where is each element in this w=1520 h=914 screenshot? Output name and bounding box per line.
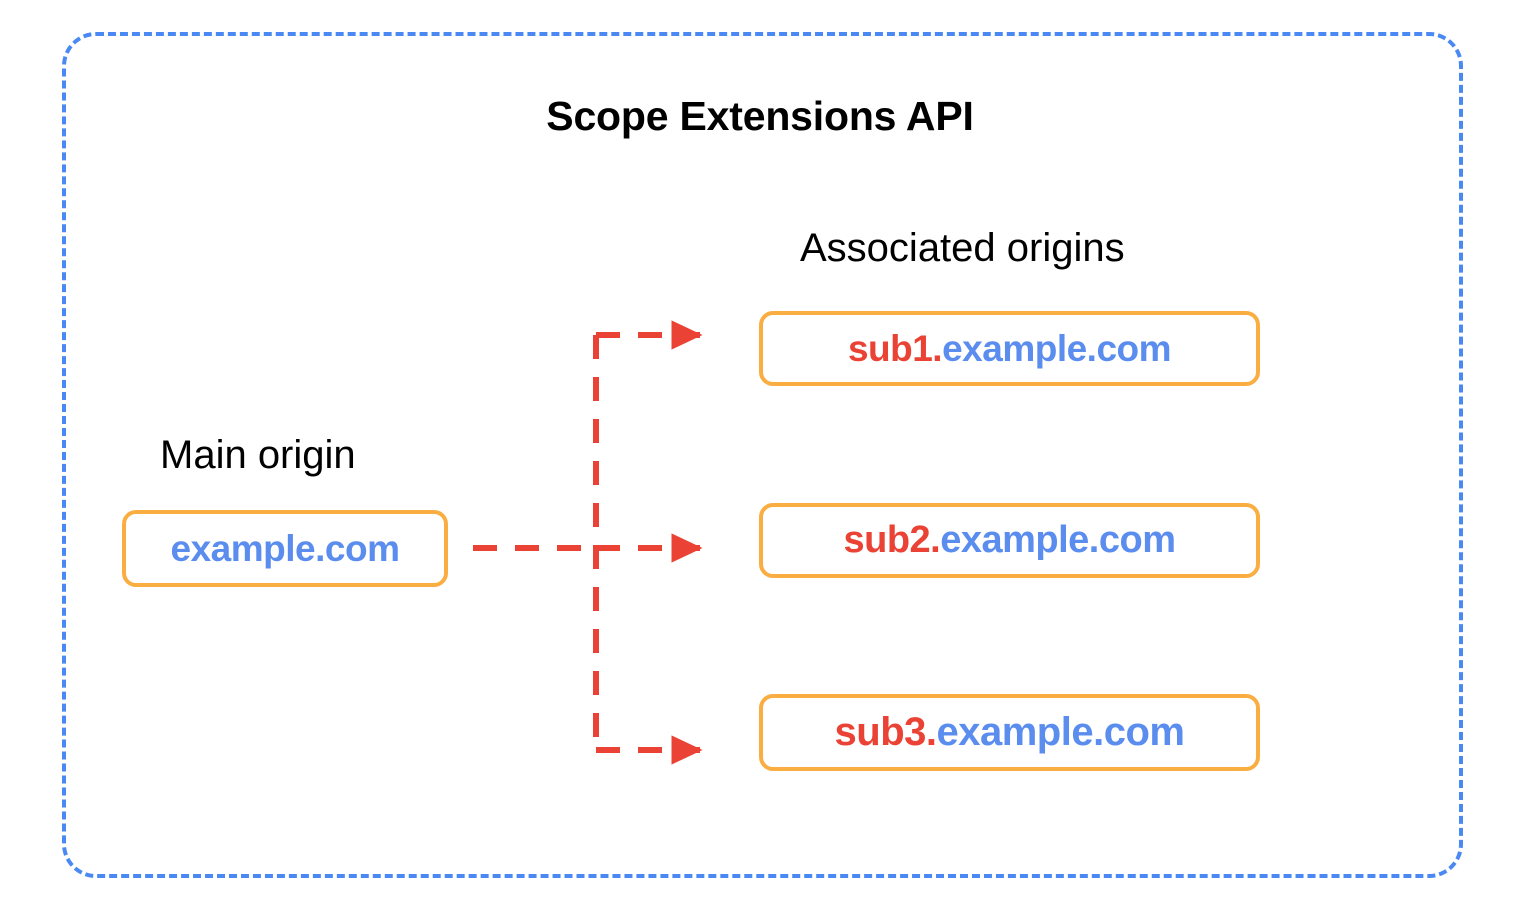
associated-origins-caption: Associated origins [800,226,1125,270]
origin-base-part: example.com [942,327,1172,369]
origin-base-part: example.com [940,519,1176,561]
origin-sub-part: sub2. [843,519,941,561]
origin-sub-part: sub1. [847,327,943,369]
scope-extensions-frame [62,32,1463,878]
origin-box-sub3[interactable]: sub3.example.com [759,694,1260,771]
origin-base-part: example.com [936,710,1185,754]
origin-sub-part: sub3. [834,710,937,754]
origin-box-main[interactable]: example.com [122,510,448,587]
origin-box-sub1[interactable]: sub1.example.com [759,311,1260,386]
main-origin-caption: Main origin [160,433,356,477]
origin-label-sub2: sub2.example.com [843,519,1176,562]
origin-label-sub1: sub1.example.com [847,327,1172,370]
origin-label-sub3: sub3.example.com [835,710,1185,755]
origin-label-main: example.com [171,528,400,570]
origin-base-part: example.com [170,527,400,569]
page-title: Scope Extensions API [546,93,974,139]
origin-box-sub2[interactable]: sub2.example.com [759,503,1260,578]
